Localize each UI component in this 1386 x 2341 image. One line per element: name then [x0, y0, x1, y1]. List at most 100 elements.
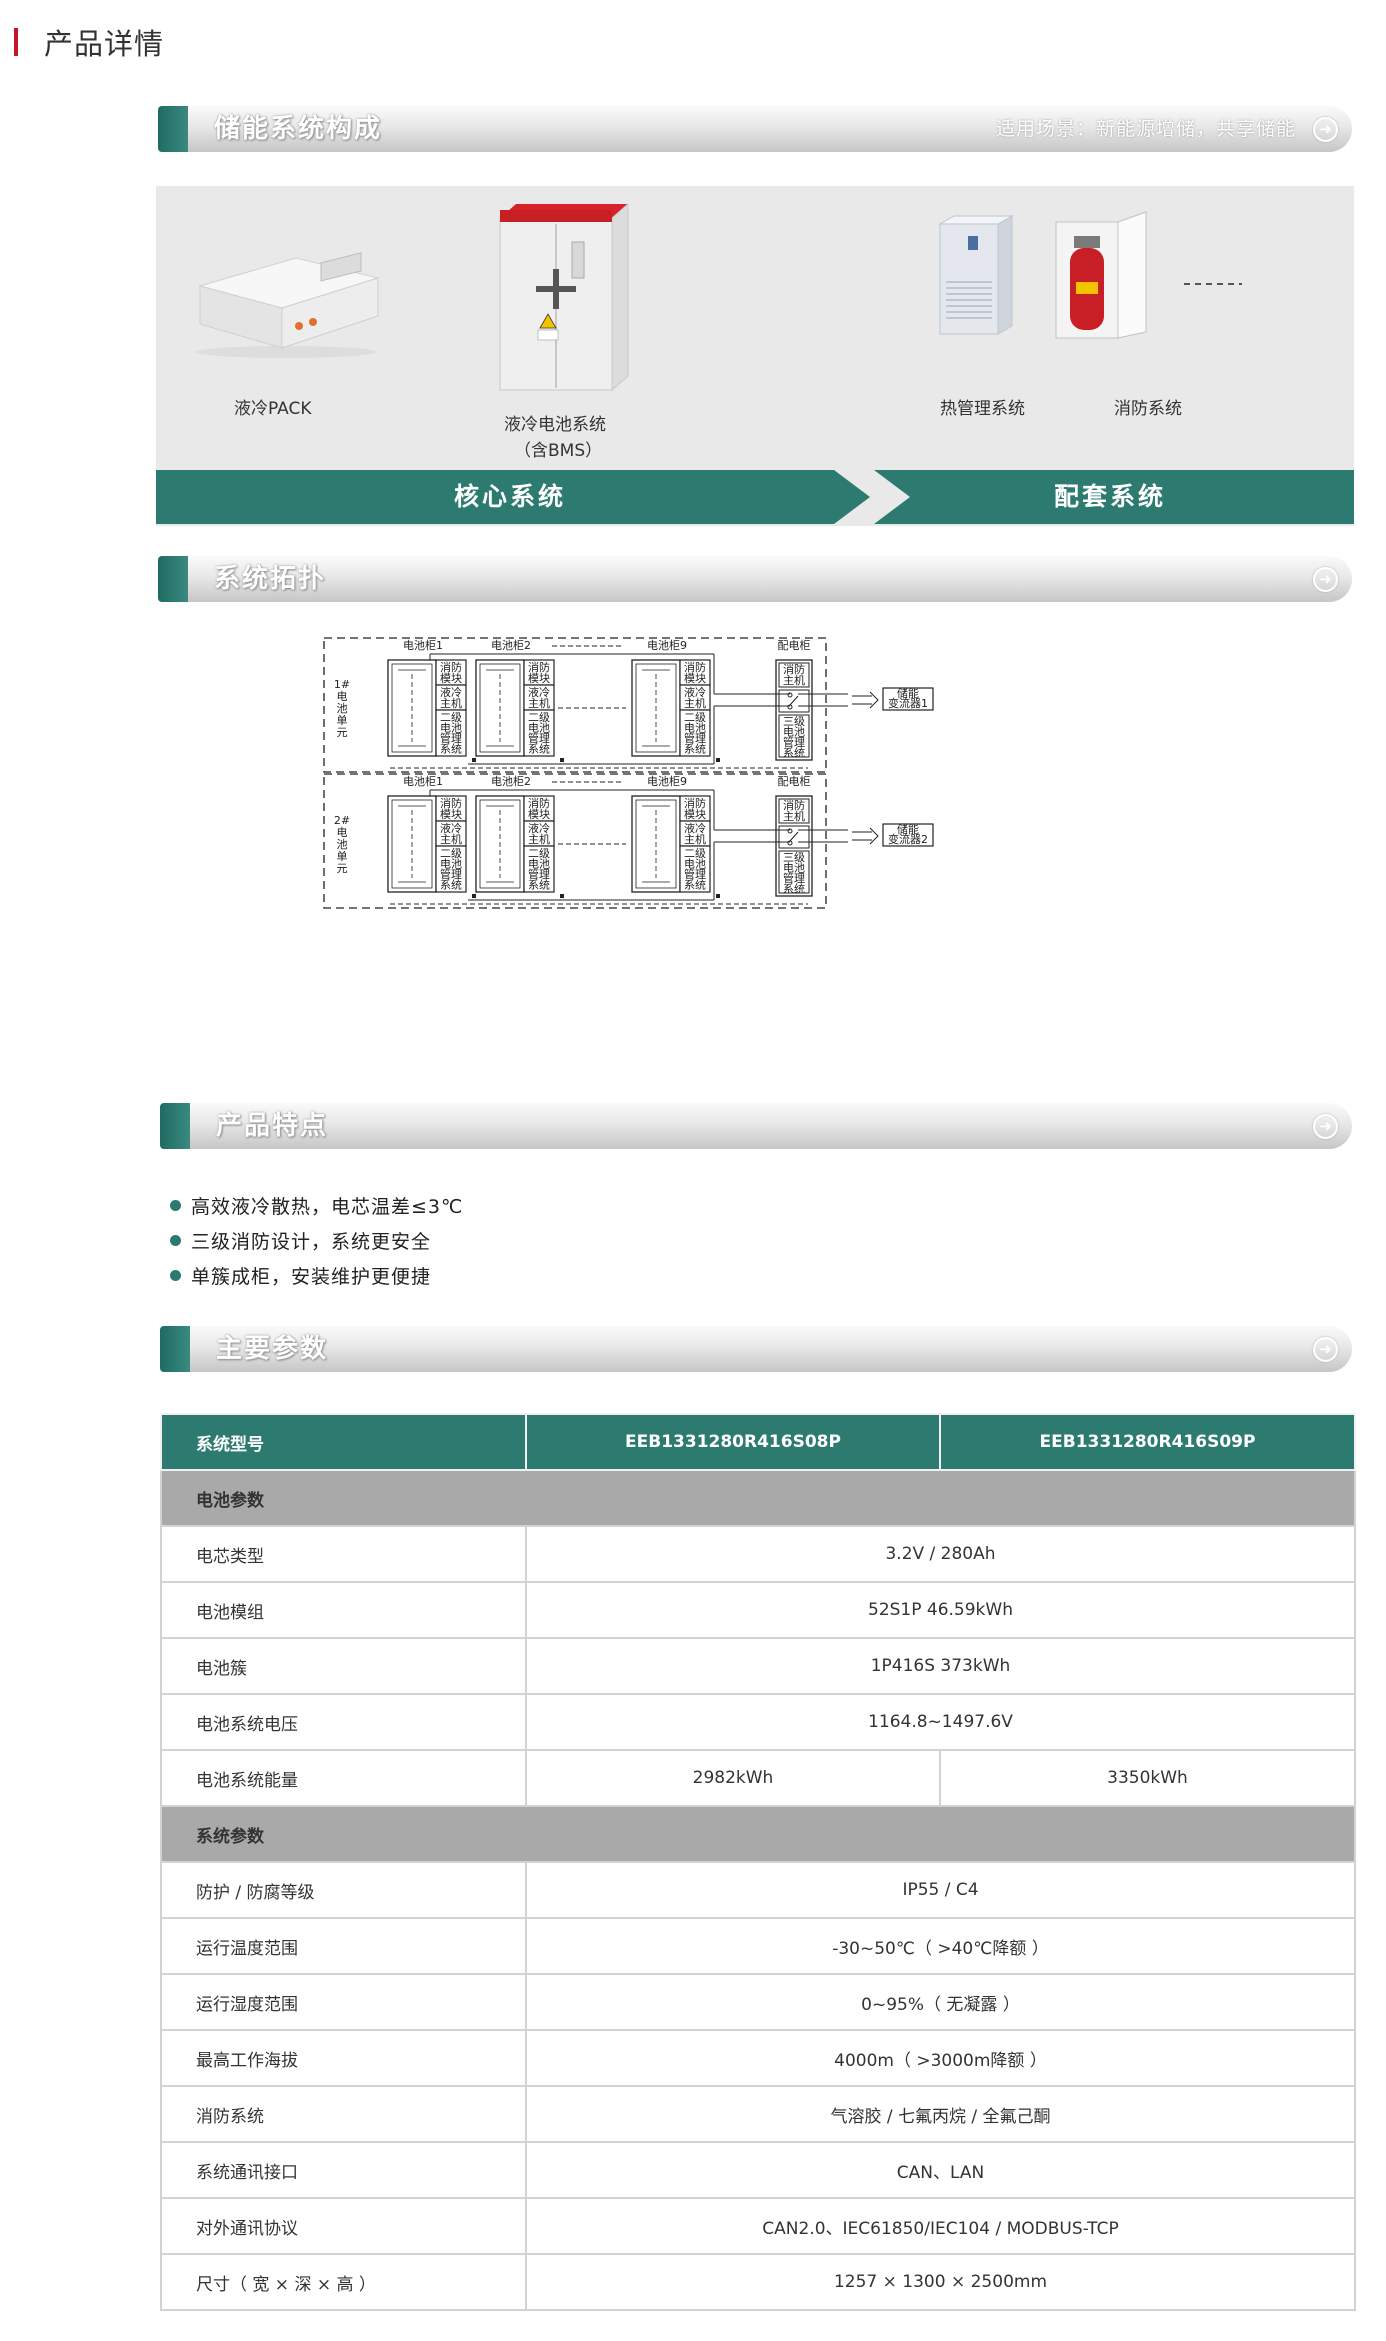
- table-row: 电池簇 1P416S 373kWh: [160, 1637, 1356, 1695]
- cooling-unit: [435, 684, 467, 711]
- svg-text:模块: 模块: [684, 672, 706, 685]
- svg-text:系统: 系统: [684, 879, 706, 892]
- svg-text:电池: 电池: [440, 858, 462, 871]
- table-row: 运行温度范围 -30~50℃（ >40℃降额 ）: [160, 1917, 1356, 1975]
- svg-text:消防: 消防: [440, 660, 462, 674]
- svg-text:液冷: 液冷: [440, 821, 462, 835]
- svg-text:二级: 二级: [528, 847, 550, 860]
- svg-text:电池: 电池: [440, 722, 462, 735]
- svg-text:电池: 电池: [783, 726, 805, 739]
- title-accent-bar: [14, 28, 18, 56]
- bms3-module: [778, 850, 810, 894]
- item-label-battery-system: 液冷电池系统: [504, 415, 606, 435]
- page-header: 产品详情: [14, 22, 164, 62]
- svg-text:消防: 消防: [684, 660, 706, 674]
- svg-text:储能: 储能: [897, 686, 919, 700]
- section-title-composition: 储能系统构成: [214, 114, 383, 144]
- svg-text:系统: 系统: [528, 743, 550, 756]
- fire-host: [778, 662, 810, 688]
- page-title: 产品详情: [44, 27, 165, 61]
- header-cell: EEB1331280R416S09P: [939, 1413, 1356, 1471]
- arrow-right-icon[interactable]: ➜: [1313, 567, 1338, 592]
- feature-item: 高效液冷散热，电芯温差≤3℃: [170, 1190, 463, 1220]
- svg-text:模块: 模块: [684, 808, 706, 821]
- svg-text:管理: 管理: [684, 867, 706, 881]
- svg-text:系统: 系统: [440, 743, 462, 756]
- cooling-unit: [679, 820, 711, 847]
- svg-text:模块: 模块: [528, 672, 550, 685]
- svg-text:消防: 消防: [528, 796, 550, 810]
- svg-text:二级: 二级: [440, 711, 462, 724]
- section-title-features: 产品特点: [216, 1111, 329, 1141]
- table-group-row: 系统参数: [160, 1805, 1356, 1863]
- support-system-label: 配套系统: [1054, 482, 1167, 511]
- svg-text:消防: 消防: [783, 798, 805, 812]
- svg-text:管理: 管理: [783, 871, 805, 885]
- svg-text:液冷: 液冷: [440, 685, 462, 699]
- svg-text:池: 池: [337, 838, 348, 851]
- bms2-module: [523, 709, 555, 757]
- table-row: 电池系统电压 1164.8~1497.6V: [160, 1693, 1356, 1751]
- table-row: 对外通讯协议 CAN2.0、IEC61850/IEC104 / MODBUS-T…: [160, 2197, 1356, 2255]
- composition-panel: 液冷PACK 液冷电池系统 （含BMS） 热管理系统 消防系统: [156, 186, 1354, 526]
- table-row: 电池模组 52S1P 46.59kWh: [160, 1581, 1356, 1639]
- svg-text:模块: 模块: [440, 672, 462, 685]
- svg-text:模块: 模块: [528, 808, 550, 821]
- item-label-fire: 消防系统: [1114, 399, 1182, 419]
- svg-text:系统: 系统: [440, 879, 462, 892]
- table-row: 防护 / 防腐等级 IP55 / C4: [160, 1861, 1356, 1919]
- svg-text:主机: 主机: [783, 809, 805, 823]
- svg-text:管理: 管理: [440, 731, 462, 745]
- table-group-row: 电池参数: [160, 1469, 1356, 1527]
- svg-text:液冷: 液冷: [684, 685, 706, 699]
- svg-text:主机: 主机: [684, 696, 706, 710]
- arrow-right-icon[interactable]: ➜: [1313, 117, 1338, 142]
- svg-text:二级: 二级: [528, 711, 550, 724]
- svg-text:系统: 系统: [783, 747, 805, 760]
- header-cell: 系统型号: [160, 1413, 527, 1471]
- unit-frame: [323, 773, 827, 909]
- svg-text:二级: 二级: [440, 847, 462, 860]
- svg-text:系统: 系统: [783, 883, 805, 896]
- table-header-row: 系统型号 EEB1331280R416S08P EEB1331280R416S0…: [160, 1413, 1356, 1471]
- svg-text:电池: 电池: [528, 722, 550, 735]
- svg-text:电: 电: [337, 690, 348, 703]
- svg-text:消防: 消防: [440, 796, 462, 810]
- cabinet-title: 配电柜: [778, 639, 811, 652]
- svg-text:管理: 管理: [440, 867, 462, 881]
- arrow-right-icon[interactable]: ➜: [1313, 1337, 1338, 1362]
- svg-text:电池: 电池: [684, 722, 706, 735]
- table-row: 运行湿度范围 0~95%（ 无凝露 ）: [160, 1973, 1356, 2031]
- svg-text:池: 池: [337, 702, 348, 715]
- item-label-liquid-pack: 液冷PACK: [234, 399, 312, 419]
- svg-text:变流器2: 变流器2: [888, 832, 928, 846]
- feature-item: 单簇成柜，安装维护更便捷: [170, 1260, 431, 1290]
- svg-text:三级: 三级: [783, 715, 805, 728]
- bullet-icon: [170, 1269, 181, 1281]
- fire-module: [679, 795, 711, 822]
- cabinet-title: 电池柜9: [647, 775, 687, 788]
- bms2-module: [523, 845, 555, 893]
- arrow-right-icon[interactable]: ➜: [1313, 1114, 1338, 1139]
- item-label-bms: （含BMS）: [514, 441, 603, 461]
- svg-text:主机: 主机: [528, 696, 550, 710]
- section-header-features: 产品特点 ➜: [160, 1103, 1352, 1149]
